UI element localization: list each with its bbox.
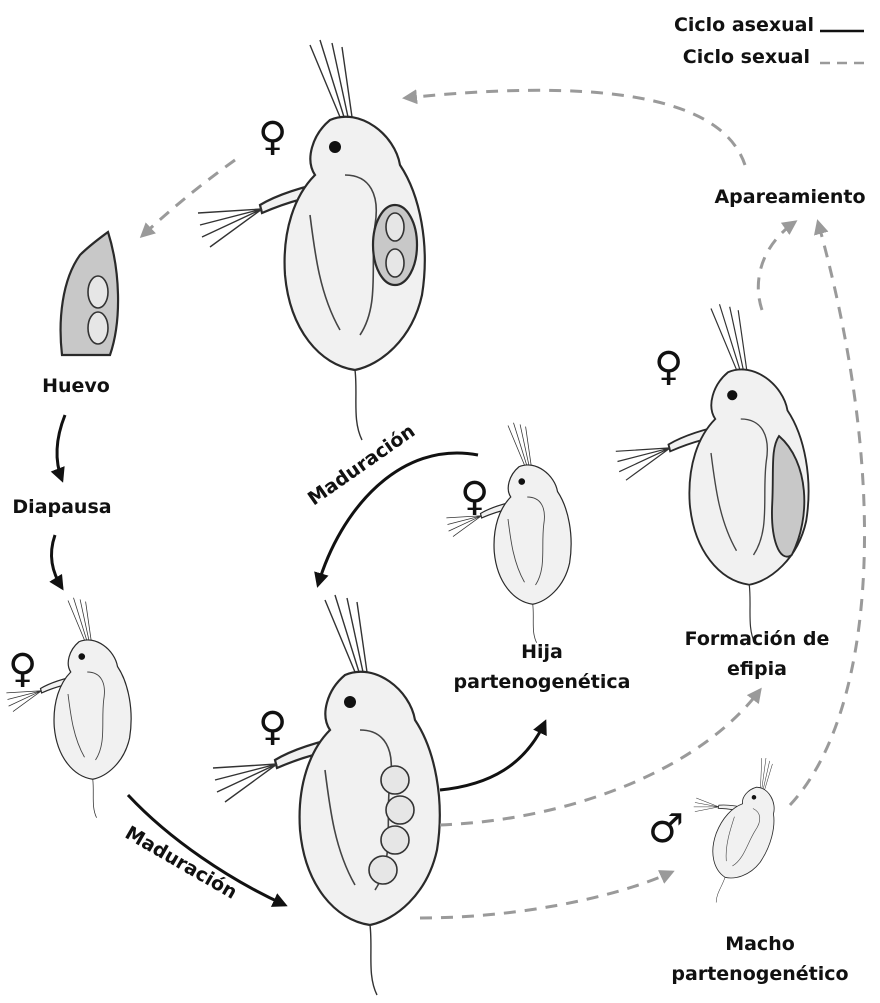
female-symbol-center: ♀ xyxy=(258,704,287,750)
daughter-female-illustration xyxy=(446,423,571,643)
label-egg: Huevo xyxy=(42,375,110,397)
label-ephippium-line2: efipia xyxy=(727,658,787,680)
arrow-to-daughter xyxy=(440,722,545,790)
label-daughter-line1: Hija xyxy=(521,641,563,663)
label-diapause: Diapausa xyxy=(12,496,111,518)
label-ephippium-line1: Formación de xyxy=(685,628,830,650)
label-maturation-bottom: Maduración xyxy=(121,822,241,904)
female-symbol-daughter: ♀ xyxy=(460,474,489,520)
arrow-female-top-to-egg xyxy=(142,160,235,236)
female-center-illustration xyxy=(213,595,440,995)
legend-sexual-label: Ciclo sexual xyxy=(683,46,810,68)
arrow-mating-to-female-top xyxy=(405,90,745,165)
label-daughter-line2: partenogenética xyxy=(454,671,631,693)
legend-asexual-label: Ciclo asexual xyxy=(674,14,814,36)
female-top-illustration xyxy=(198,40,425,440)
arrow-egg-to-diapause xyxy=(57,415,65,480)
female-ephippium-illustration xyxy=(616,304,809,644)
female-symbol-top: ♀ xyxy=(258,114,287,160)
label-mating: Apareamiento xyxy=(714,186,865,208)
label-maturation-top: Maduración xyxy=(304,420,419,510)
legend: Ciclo asexual Ciclo sexual xyxy=(674,14,864,68)
arrow-diapause-to-female xyxy=(51,535,62,588)
female-symbol-right: ♀ xyxy=(654,344,683,390)
arrow-ephippium-female-to-mating xyxy=(758,222,795,310)
arrow-center-to-male xyxy=(420,872,672,918)
label-male-line1: Macho xyxy=(725,933,795,955)
female-symbol-left: ♀ xyxy=(8,646,37,692)
label-male-line2: partenogenético xyxy=(671,963,848,985)
egg-ephippium-illustration xyxy=(61,232,118,355)
female-small-left-illustration xyxy=(6,598,131,818)
male-symbol: ♂ xyxy=(648,806,684,852)
arrow-center-to-ephippium xyxy=(440,690,760,825)
